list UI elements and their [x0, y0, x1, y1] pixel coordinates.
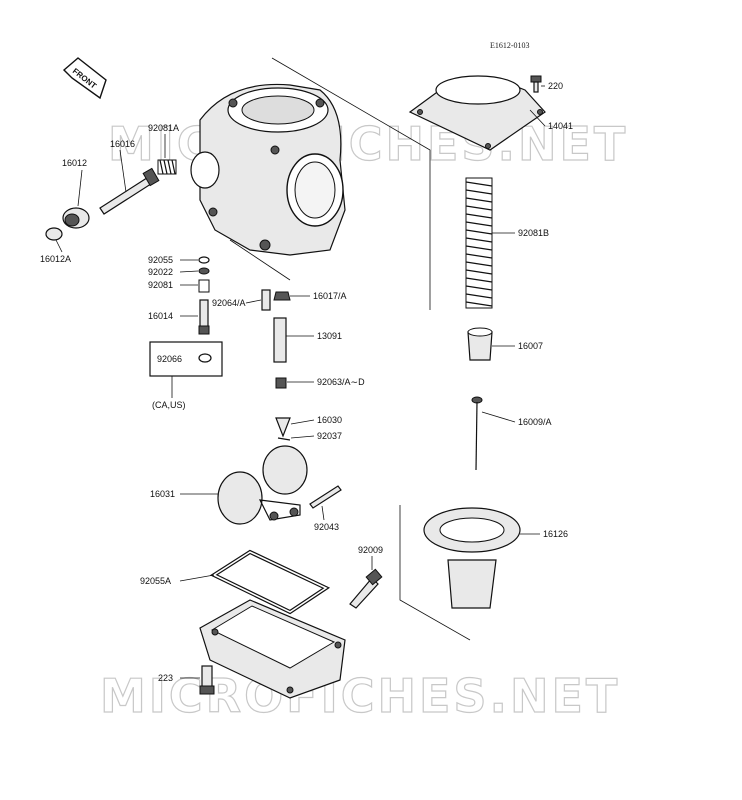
- clip-92037-part: [277, 437, 291, 441]
- diagram-code: E1612-0103: [490, 41, 530, 50]
- label-16009a: 16009/A: [518, 417, 552, 427]
- carburetor-body: [190, 83, 346, 256]
- plug-92066-box: [149, 341, 223, 398]
- diaphragm-16126-part: [423, 507, 521, 609]
- float-valve-16030-part: [275, 417, 291, 438]
- label-16031: 16031: [150, 489, 175, 499]
- screw-223-part: [199, 665, 215, 695]
- label-16030: 16030: [317, 415, 342, 425]
- washer-16012a-part: [45, 227, 63, 241]
- plunger-16016-part: [99, 167, 160, 215]
- label-223: 223: [158, 673, 173, 683]
- cap-16012-part: [62, 207, 90, 229]
- label-16126: 16126: [543, 529, 568, 539]
- label-92063ad: 92063/A∼D: [317, 377, 365, 387]
- leader-lines: [55, 85, 546, 679]
- screw-16014-part: [198, 299, 210, 335]
- main-jet-92063-part: [275, 377, 287, 389]
- guide-line-top: [271, 57, 431, 310]
- label-14041: 14041: [548, 121, 573, 131]
- label-92081b: 92081B: [518, 228, 549, 238]
- label-92055: 92055: [148, 255, 173, 265]
- washer-92022-part: [198, 267, 210, 275]
- jet-92064a-part: [261, 289, 271, 311]
- label-16016: 16016: [110, 139, 135, 149]
- gasket-92055a-part: [209, 549, 331, 615]
- label-92081a: 92081A: [148, 123, 179, 133]
- pin-92043-part: [309, 485, 342, 509]
- label-16014: 16014: [148, 311, 173, 321]
- float-16031-part: [217, 445, 308, 525]
- label-220: 220: [548, 81, 563, 91]
- float-bowl-part: [199, 599, 346, 699]
- guide-line-mid: [229, 239, 291, 281]
- label-16007: 16007: [518, 341, 543, 351]
- jet-holder-16017a-part: [273, 291, 291, 301]
- needle-16009a-part: [471, 396, 483, 471]
- label-92055a: 92055A: [140, 576, 171, 586]
- label-16017a: 16017/A: [313, 291, 347, 301]
- region-note: (CA,US): [152, 400, 186, 410]
- label-13091: 13091: [317, 331, 342, 341]
- label-92009: 92009: [358, 545, 383, 555]
- screw-220-part: [530, 75, 542, 93]
- label-92081: 92081: [148, 280, 173, 290]
- holder-16007-part: [467, 327, 493, 361]
- guide-line-bottom: [399, 505, 471, 641]
- label-92037: 92037: [317, 431, 342, 441]
- spring-92081b-part: [465, 177, 493, 309]
- label-92066: 92066: [157, 354, 182, 364]
- spring-92081-part: [198, 279, 210, 293]
- front-arrow-icon: FRONT: [62, 57, 107, 100]
- label-92064a: 92064/A: [212, 298, 246, 308]
- label-92043: 92043: [314, 522, 339, 532]
- screw-92009-part: [349, 568, 383, 609]
- watermark-bottom: MICROFICHES.NET: [100, 669, 620, 723]
- label-92022: 92022: [148, 267, 173, 277]
- needle-jet-13091-part: [273, 317, 287, 363]
- spring-92081a-part: [157, 159, 177, 175]
- top-cover-part: [408, 75, 546, 151]
- oring-92055-part: [198, 256, 210, 264]
- label-16012: 16012: [62, 158, 87, 168]
- label-16012a: 16012A: [40, 254, 71, 264]
